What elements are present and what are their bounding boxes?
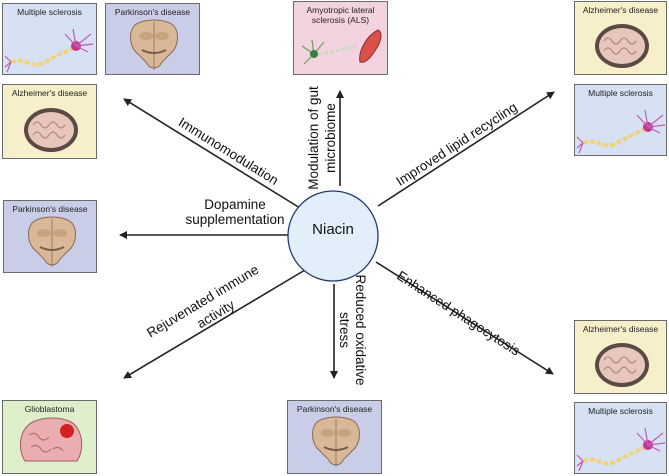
midbrain-section-icon (312, 416, 360, 467)
neuron-icon (4, 28, 94, 73)
arrow-immune-activity (123, 269, 306, 379)
disease-label: Amyotropic lateral sclerosis (ALS) (294, 5, 387, 25)
disease-label: Alzheimer's disease (582, 324, 659, 334)
disease-label: Parkinson's disease (296, 404, 373, 414)
brain-section-icon (24, 108, 78, 152)
arrow-immunomodulation (123, 98, 301, 209)
disease-box-parkinsons: Parkinson's disease (3, 200, 97, 273)
disease-box-glioblastoma: Glioblastoma (2, 400, 97, 474)
label-gut-line1: Modulation of gut (306, 86, 321, 190)
label-oxidative-line1: Reduced oxidative (353, 274, 368, 385)
disease-box-parkinsons: Parkinson's disease (105, 3, 200, 75)
neuron-icon (576, 109, 666, 154)
disease-box-multiple-sclerosis: Multiple sclerosis (574, 84, 667, 156)
label-dopamine-line2: supplementation (185, 212, 285, 227)
label-phagocytosis: Enhanced phagocytosis (394, 268, 523, 359)
disease-label: Glioblastoma (24, 404, 75, 414)
midbrain-section-icon (28, 216, 76, 267)
label-oxidative-line2: stress (337, 312, 352, 348)
arrow-lipid-recycling (377, 91, 555, 207)
disease-box-multiple-sclerosis: Multiple sclerosis (574, 402, 667, 474)
brain-section-icon (595, 24, 649, 68)
disease-box-alzheimers: Alzheimer's disease (574, 320, 667, 394)
label-immunomodulation: Immunomodulation (176, 114, 281, 188)
disease-label: Multiple sclerosis (588, 406, 653, 416)
neuron-icon (576, 427, 666, 472)
disease-label-line1: Amyotropic lateral (306, 5, 375, 15)
disease-box-als: Amyotropic lateral sclerosis (ALS) (293, 1, 388, 75)
disease-label: Alzheimer's disease (582, 5, 659, 15)
disease-label: Parkinson's disease (12, 204, 88, 214)
label-gut-line2: microbiome (323, 103, 338, 173)
label-dopamine-line1: Dopamine (204, 197, 266, 212)
midbrain-section-icon (130, 19, 178, 70)
motor-neuron-muscle-icon (301, 29, 382, 65)
disease-label-line2: sclerosis (ALS) (311, 15, 370, 25)
disease-label: Multiple sclerosis (17, 7, 82, 17)
disease-box-alzheimers: Alzheimer's disease (2, 84, 97, 159)
disease-label: Multiple sclerosis (588, 88, 653, 98)
brain-tumor-icon (19, 417, 83, 462)
disease-box-multiple-sclerosis: Multiple sclerosis (2, 3, 97, 75)
label-dopamine: Dopamine supplementation (165, 197, 305, 227)
brain-section-icon (595, 343, 649, 387)
label-lipid-recycling: Improved lipid recycling (393, 100, 519, 189)
niacin-hub (287, 190, 379, 282)
disease-box-parkinsons: Parkinson's disease (287, 400, 382, 474)
disease-label: Parkinson's disease (114, 7, 191, 17)
disease-box-alzheimers: Alzheimer's disease (574, 1, 667, 75)
niacin-label: Niacin (312, 221, 354, 238)
disease-label: Alzheimer's disease (11, 88, 88, 98)
arrow-phagocytosis (375, 261, 554, 375)
